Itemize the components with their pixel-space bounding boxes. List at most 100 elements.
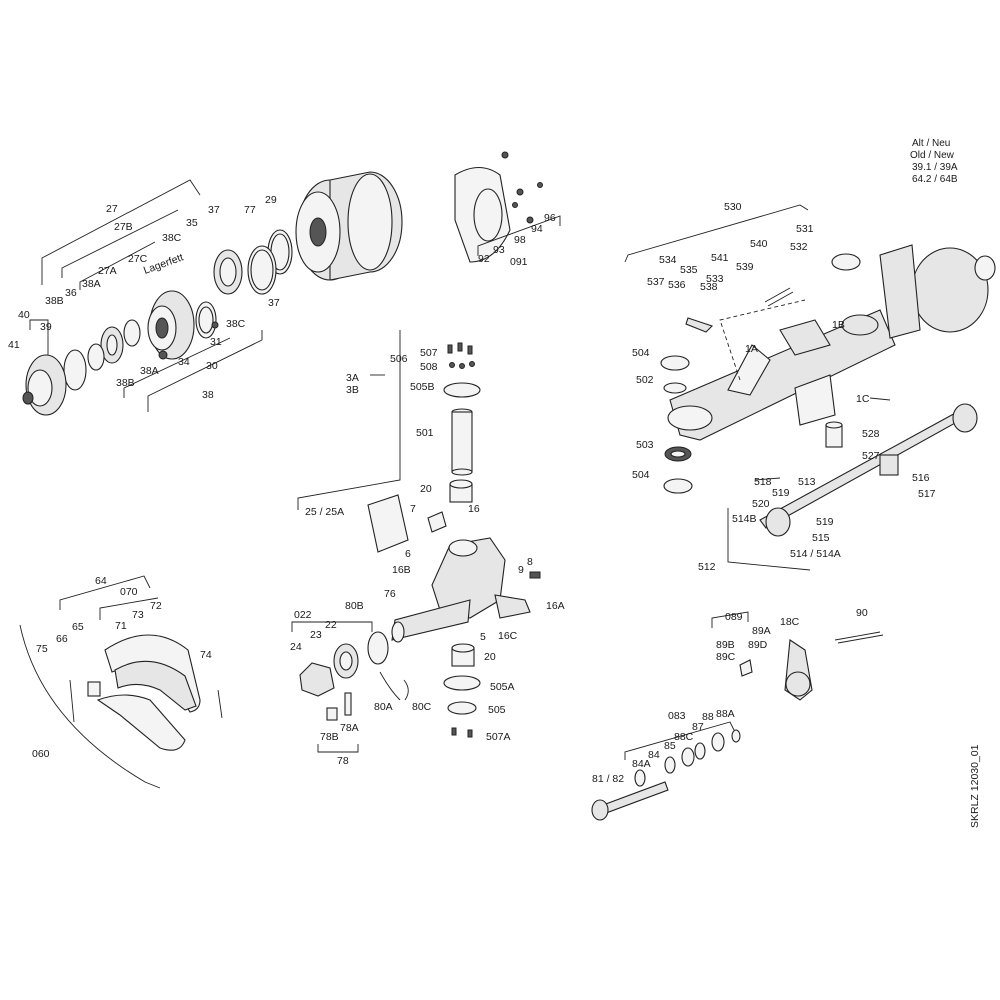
label-89A: 89A [752,625,771,637]
label-64: 64 [95,575,107,587]
label-536: 536 [668,279,686,291]
label-532: 532 [790,241,808,253]
label-89B: 89B [716,639,735,651]
label-38: 38 [202,389,214,401]
label-66: 66 [56,633,68,645]
label-070: 070 [120,586,138,598]
label-72: 72 [150,600,162,612]
label-88: 88 [702,711,714,723]
label-505B: 505B [410,381,435,393]
label-16B: 16B [392,564,411,576]
label-16C: 16C [498,630,518,642]
label-1C: 1C [856,393,870,405]
label-516: 516 [912,472,930,484]
label-27B: 27B [114,221,133,233]
label-76: 76 [384,588,396,600]
label-538: 538 [700,281,718,293]
label-519-lower: 519 [816,516,834,528]
label-34: 34 [178,356,190,368]
label-38C: 38C [162,232,182,244]
label-531: 531 [796,223,814,235]
label-38C-lower: 38C [226,318,246,330]
label-24: 24 [290,641,302,653]
label-022: 022 [294,609,312,621]
version-note-line2: Old / New [910,150,955,161]
label-539: 539 [736,261,754,273]
label-36: 36 [65,287,77,299]
label-3B: 3B [346,384,359,396]
label-93: 93 [493,244,505,256]
label-98: 98 [514,234,526,246]
label-65: 65 [72,621,84,633]
label-20-lower: 20 [484,651,496,663]
label-1B: 1B [832,319,845,331]
label-94: 94 [531,223,543,235]
label-16: 16 [468,503,480,515]
camshaft-group: 083 88 88A 87 88C 85 84 84A 81 / 82 [591,708,741,821]
label-35: 35 [186,217,198,229]
label-30: 30 [206,360,218,372]
label-75: 75 [36,643,48,655]
label-507: 507 [420,347,438,359]
label-77: 77 [244,204,256,216]
label-502: 502 [636,374,654,386]
label-505: 505 [488,704,506,716]
label-74: 74 [200,649,212,661]
bearing-grease-note: Lagerfett [142,251,185,276]
label-501: 501 [416,427,434,439]
label-38A-bottom: 38A [140,365,159,377]
label-089: 089 [725,611,743,623]
label-73: 73 [132,609,144,621]
label-060: 060 [32,748,50,760]
label-37-top: 37 [208,204,220,216]
label-90: 90 [856,607,868,619]
label-80C: 80C [412,701,432,713]
label-519-upper: 519 [772,487,790,499]
label-41: 41 [8,339,20,351]
label-527: 527 [862,450,880,462]
brake-shoe-group: 64 070 72 73 71 65 66 75 74 060 [19,575,223,789]
label-8: 8 [527,556,533,568]
label-80A: 80A [374,701,393,713]
version-note-line3: 39.1 / 39A [912,162,958,173]
label-39: 39 [40,321,52,333]
label-81-82: 81 / 82 [592,773,624,785]
label-504-lower: 504 [632,469,650,481]
label-508: 508 [420,361,438,373]
label-535: 535 [680,264,698,276]
label-504-upper: 504 [632,347,650,359]
label-6: 6 [405,548,411,560]
label-25-25A: 25 / 25A [305,506,344,518]
label-96: 96 [544,212,556,224]
label-78: 78 [337,755,349,767]
label-78A: 78A [340,722,359,734]
label-71: 71 [115,620,127,632]
label-5: 5 [480,631,486,643]
label-38B-bottom: 38B [116,377,135,389]
label-514B: 514B [732,513,757,525]
label-89C: 89C [716,651,736,663]
steering-knuckle-group: 3A 3B 506 507 508 505B 501 20 16 7 25 / … [290,330,565,767]
label-27: 27 [106,203,118,215]
label-16A: 16A [546,600,565,612]
label-537: 537 [647,276,665,288]
label-091: 091 [510,256,528,268]
label-27A: 27A [98,265,117,277]
label-540: 540 [750,238,768,250]
label-92: 92 [478,253,490,265]
label-530: 530 [724,201,742,213]
label-520: 520 [752,498,770,510]
label-3A: 3A [346,372,359,384]
label-533: 533 [706,273,724,285]
label-89D: 89D [748,639,768,651]
label-87: 87 [692,721,704,733]
version-note-line4: 64.2 / 64B [912,174,958,185]
label-37-bottom: 37 [268,297,280,309]
label-518: 518 [754,476,772,488]
label-517: 517 [918,488,936,500]
label-083: 083 [668,710,686,722]
label-541: 541 [711,252,729,264]
label-528: 528 [862,428,880,440]
label-23: 23 [310,629,322,641]
